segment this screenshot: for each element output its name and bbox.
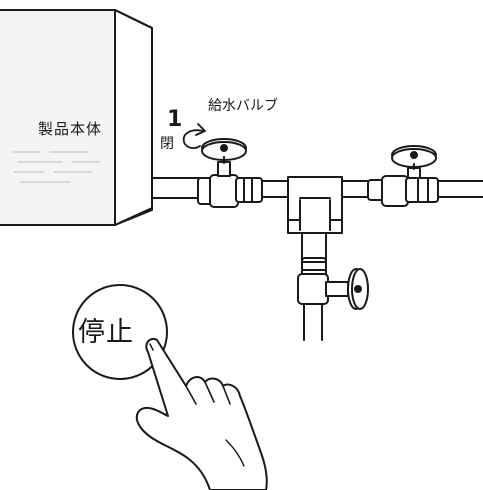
left-valve — [197, 138, 263, 208]
lower-valve — [297, 257, 369, 341]
stop-button-label: 停止 — [78, 317, 134, 348]
rotate-arrow-icon — [182, 129, 205, 149]
faded-panel-text — [13, 151, 101, 183]
close-label: 閉 — [160, 136, 174, 152]
step-number: 1 — [167, 107, 183, 132]
tee-fitting — [287, 176, 343, 264]
main-pipe — [151, 177, 483, 199]
stop-button-outline — [72, 284, 168, 380]
product-unit-label: 製品本体 — [38, 120, 103, 138]
pointing-hand-icon — [135, 338, 268, 490]
product-unit-box — [0, 9, 153, 226]
water-supply-valve-label: 給水バルブ — [208, 98, 278, 114]
right-valve — [367, 145, 439, 207]
